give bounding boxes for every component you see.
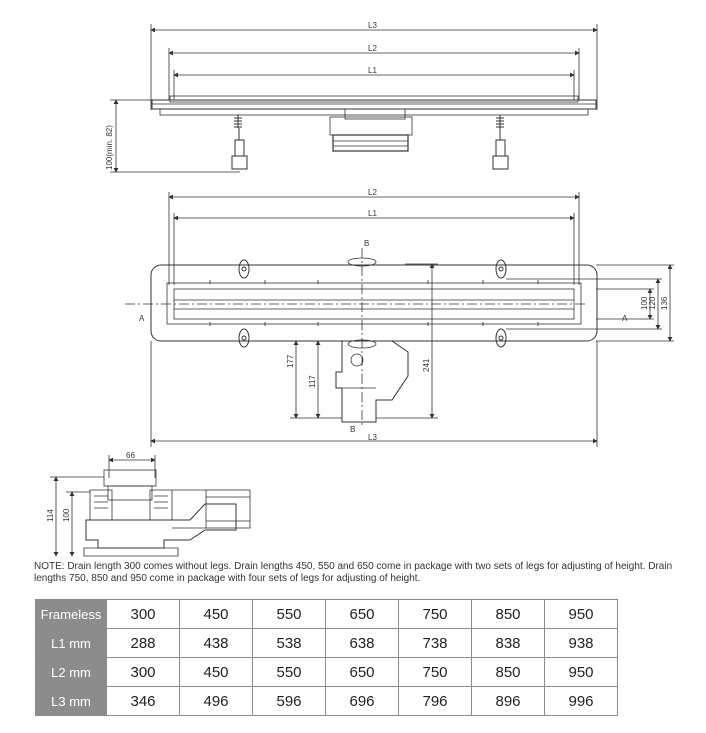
table-cell: 450 [179,657,253,687]
table-cell: 896 [471,686,545,716]
table-cell: 650 [325,657,399,687]
elevation-l2-label: L2 [368,44,377,53]
table-cell: 596 [252,686,326,716]
table-cell: 696 [325,686,399,716]
row-label: L1 mm [35,628,107,658]
table-cell: 850 [471,599,545,629]
dim-177-label: 177 [286,354,295,368]
row-label: L2 mm [35,657,107,687]
section-66-label: 66 [126,451,135,460]
table-cell: 288 [106,628,180,658]
table-cell: 550 [252,657,326,687]
table-row: L1 mm 288 438 538 638 738 838 938 [35,628,618,658]
section-114-label: 114 [46,509,55,522]
plan-l1-label: L1 [368,209,377,218]
table-cell: 738 [398,628,472,658]
row-label: L3 mm [35,686,107,716]
section-a-right-label: A [622,314,628,323]
table-cell: 300 [106,599,180,629]
section-a-left-label: A [139,314,145,323]
plan-l2-label: L2 [368,188,377,197]
table-cell: 346 [106,686,180,716]
table-cell: 750 [398,599,472,629]
table-cell: 938 [544,628,618,658]
table-cell: 300 [106,657,180,687]
dim-241-label: 241 [422,358,431,372]
table-row: Frameless 300 450 550 650 750 850 950 [35,599,618,629]
plan-l3-label: L3 [368,433,377,442]
elevation-height-label: 100(min. 82) [105,125,114,170]
table-cell: 750 [398,657,472,687]
table-cell: 438 [179,628,253,658]
plan-view [125,192,674,447]
table-cell: 538 [252,628,326,658]
section-b-bottom-label: B [350,425,355,434]
dim-117-label: 117 [308,375,317,388]
table-cell: 496 [179,686,253,716]
section-view [50,455,251,557]
table-cell: 838 [471,628,545,658]
elevation-l1-label: L1 [368,66,377,75]
table-cell: 950 [544,657,618,687]
technical-drawing: L3 L2 L1 100(min. 82) [46,21,674,557]
elevation-l3-label: L3 [368,21,377,30]
table-cell: 650 [325,599,399,629]
dim-136-label: 136 [660,296,669,310]
table-cell: 950 [544,599,618,629]
table-row: L3 mm 346 496 596 696 796 896 996 [35,686,618,716]
table-row: L2 mm 300 450 550 650 750 850 950 [35,657,618,687]
table-cell: 996 [544,686,618,716]
legs-note: NOTE: Drain length 300 comes without leg… [34,561,673,584]
section-100-label: 100 [62,508,71,522]
table-cell: 850 [471,657,545,687]
row-label: Frameless [35,599,107,629]
dim-100-label: 100 [640,296,649,310]
table-cell: 796 [398,686,472,716]
elevation-view [110,24,598,173]
table-cell: 450 [179,599,253,629]
dim-120-label: 120 [648,296,657,310]
section-b-top-label: B [364,239,369,248]
table-cell: 638 [325,628,399,658]
table-cell: 550 [252,599,326,629]
specs-table: Frameless 300 450 550 650 750 850 950 L1… [35,599,618,716]
